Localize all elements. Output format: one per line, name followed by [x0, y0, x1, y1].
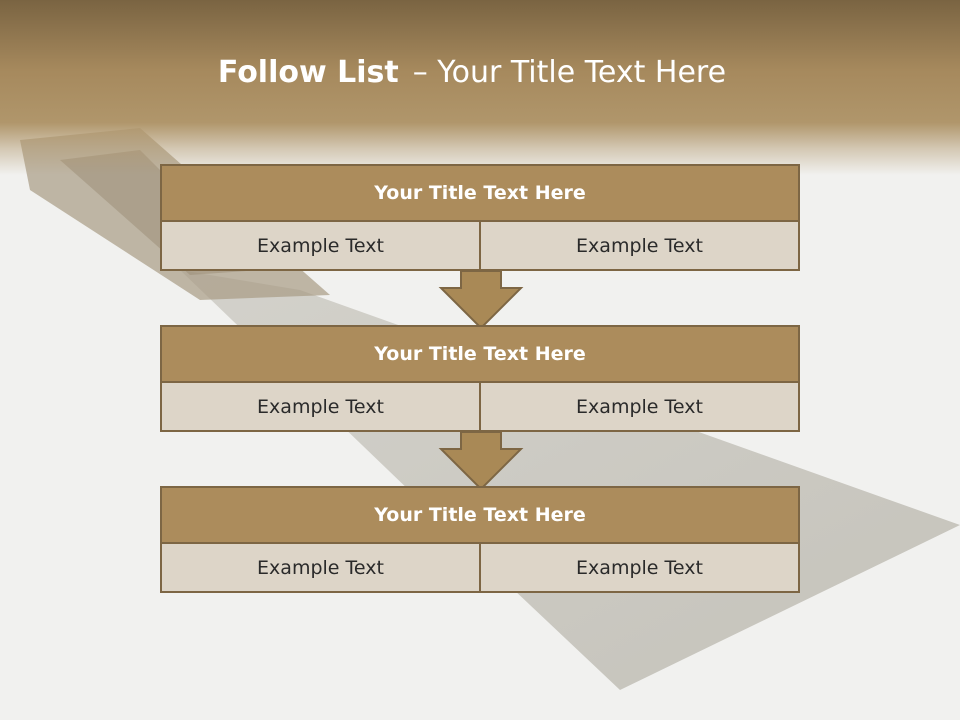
step-1-left-cell: Example Text — [257, 234, 384, 257]
step-box-3: Your Title Text Here Example Text Exampl… — [160, 486, 800, 593]
header-band — [0, 0, 960, 175]
step-box-1: Your Title Text Here Example Text Exampl… — [160, 164, 800, 271]
step-row-3: Example Text Example Text — [162, 544, 798, 591]
slide-title-rest: – Your Title Text Here — [412, 55, 727, 90]
step-2-left-cell: Example Text — [257, 395, 384, 418]
step-title-1: Your Title Text Here — [162, 166, 798, 222]
step-3-right-cell: Example Text — [479, 544, 798, 591]
step-row-1: Example Text Example Text — [162, 222, 798, 269]
step-title-2: Your Title Text Here — [162, 327, 798, 383]
step-3-left-cell: Example Text — [257, 556, 384, 579]
step-1-right-cell: Example Text — [479, 222, 798, 269]
slide-title-bold: Follow List — [217, 55, 399, 90]
step-title-3: Your Title Text Here — [162, 488, 798, 544]
step-2-right-cell: Example Text — [479, 383, 798, 430]
step-row-2: Example Text Example Text — [162, 383, 798, 430]
step-box-2: Your Title Text Here Example Text Exampl… — [160, 325, 800, 432]
down-arrow-icon-1 — [438, 270, 524, 330]
down-arrow-icon-2 — [438, 431, 524, 491]
slide-title: Follow List – Your Title Text Here — [0, 55, 944, 90]
